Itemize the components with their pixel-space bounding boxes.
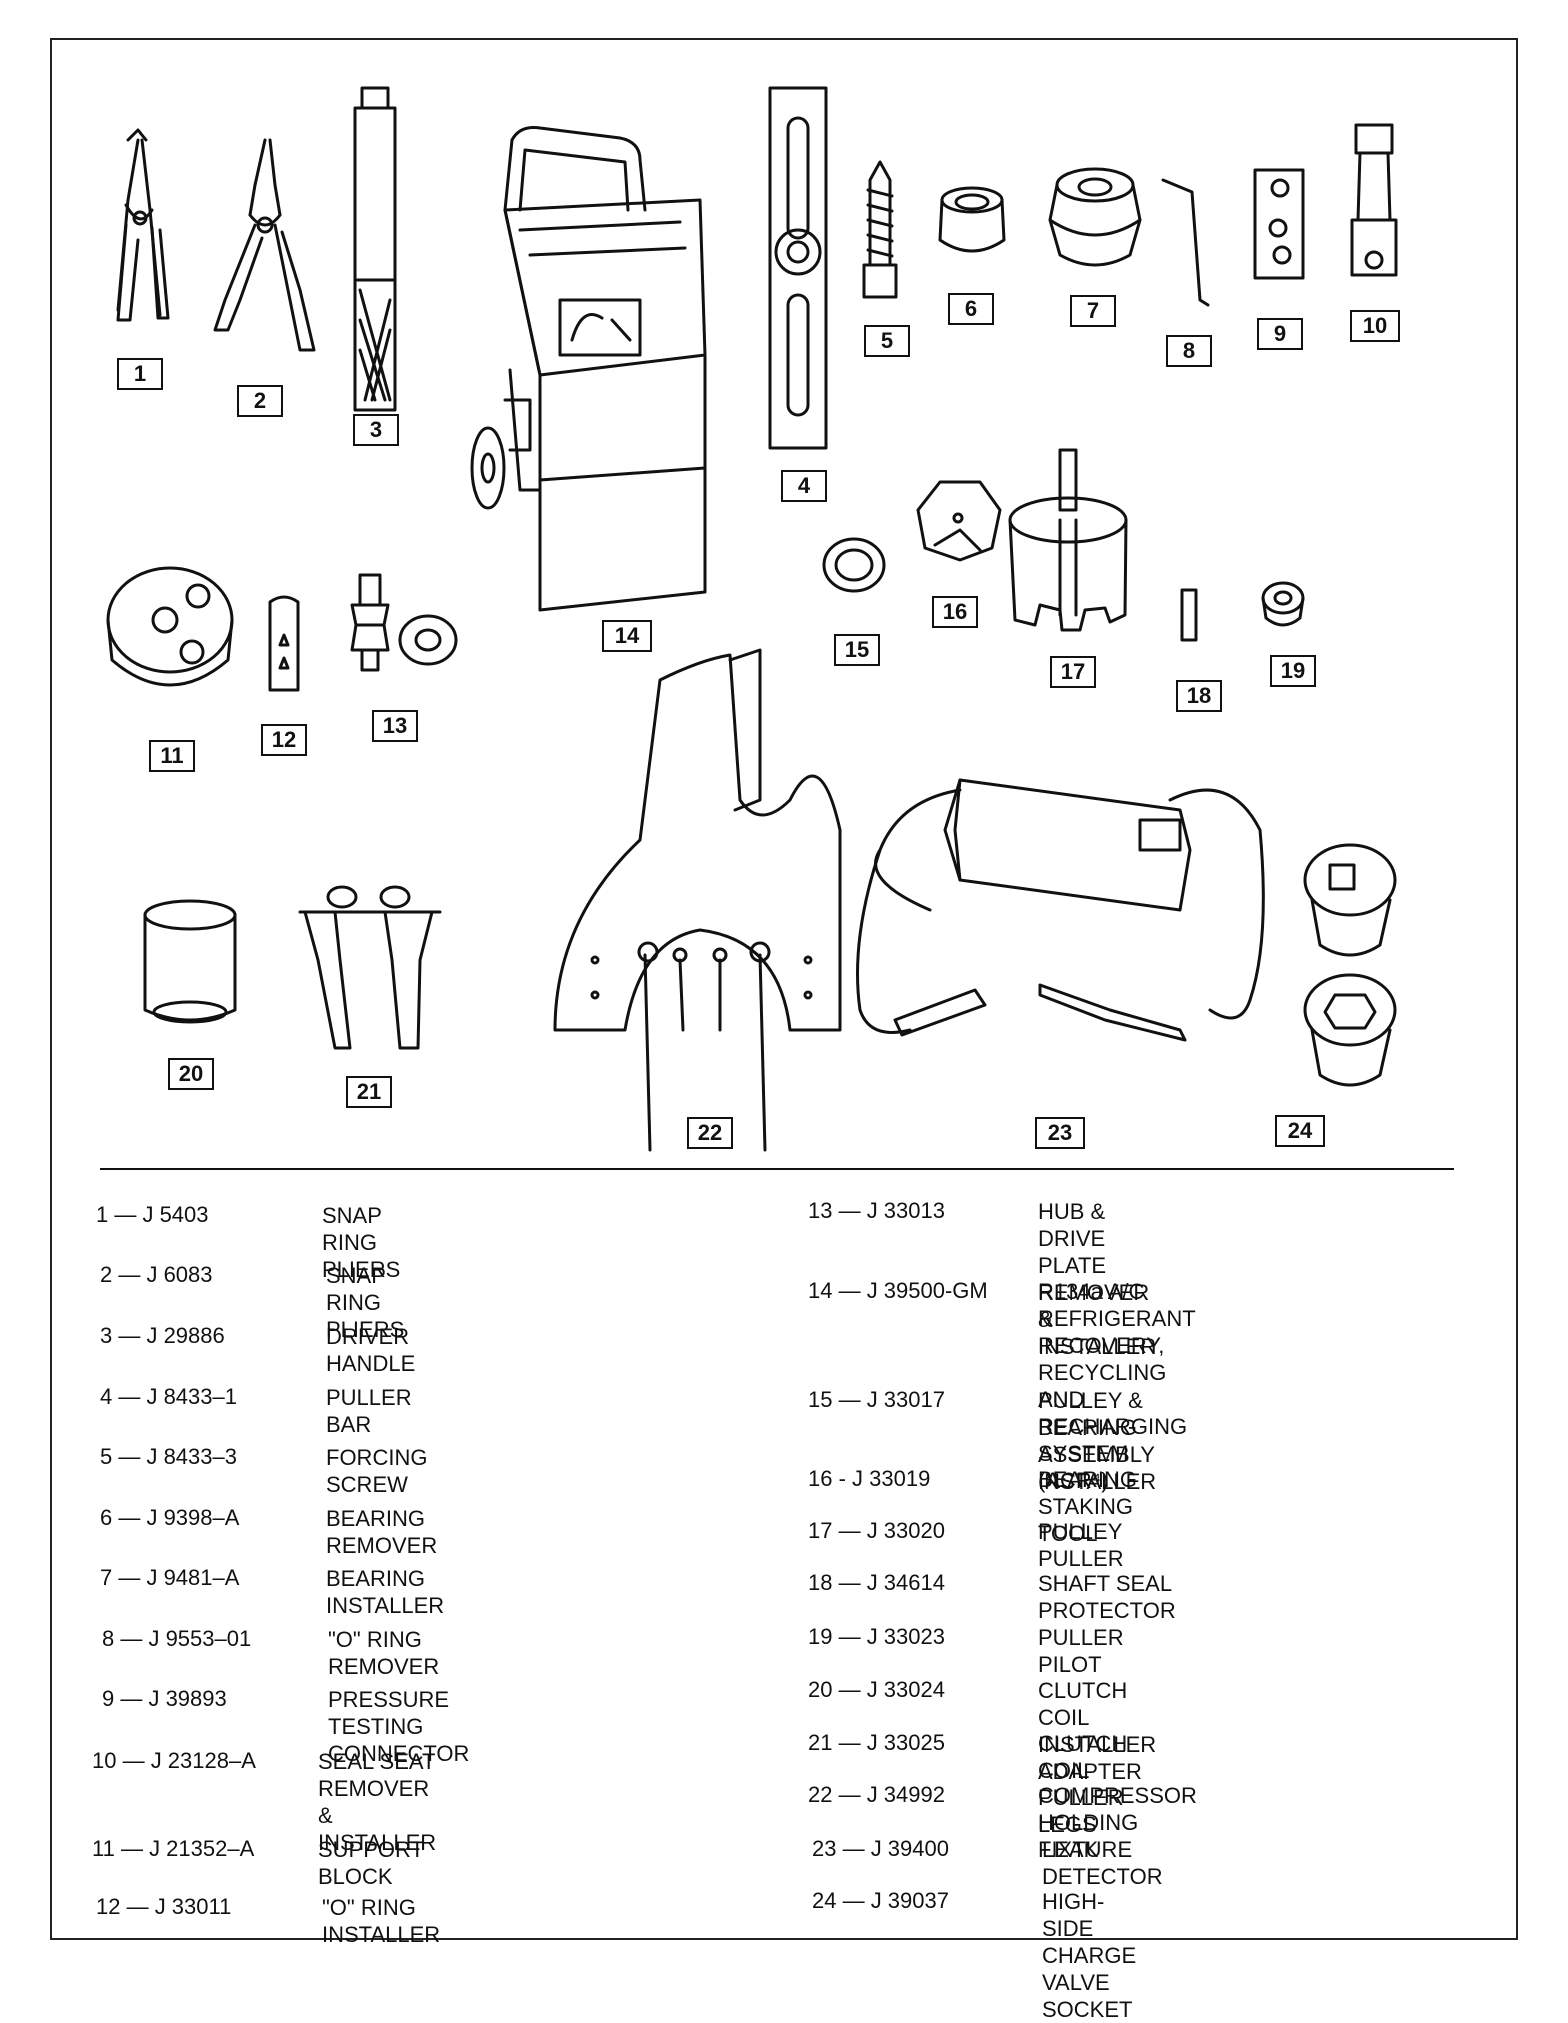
tool-number: 11 — J 21352–A bbox=[92, 1836, 255, 1861]
tool-number: 6 — J 9398–A bbox=[100, 1505, 240, 1530]
charge-valve-sockets-drawing bbox=[1303, 843, 1397, 1087]
tool-description: SEAL SEAT REMOVER & INSTALLER bbox=[318, 1749, 437, 1855]
tool-description: HIGH-SIDE CHARGE VALVE SOCKET bbox=[1042, 1889, 1137, 2022]
tool-description: BEARING REMOVER bbox=[326, 1506, 438, 1558]
tool-number: 13 — J 33013 bbox=[808, 1198, 945, 1223]
pulley-bearing-installer-drawing bbox=[822, 537, 886, 593]
bearing-staking-tool-drawing bbox=[916, 480, 1002, 562]
o-ring-remover-drawing bbox=[1161, 178, 1210, 307]
tools-illustration bbox=[106, 86, 1398, 1152]
tag-20: 20 bbox=[168, 1058, 214, 1090]
clutch-coil-installer-adapter-drawing bbox=[143, 899, 237, 1024]
tool-number: 10 — J 23128–A bbox=[92, 1748, 256, 1773]
tag-19: 19 bbox=[1270, 655, 1316, 687]
tool-number: 14 — J 39500-GM bbox=[808, 1278, 988, 1303]
tool-description: BEARING INSTALLER bbox=[326, 1566, 445, 1618]
tag-24: 24 bbox=[1275, 1115, 1325, 1147]
bearing-installer-drawing bbox=[1048, 167, 1142, 267]
puller-bar-drawing bbox=[768, 86, 828, 450]
compressor-holding-fixture-drawing bbox=[553, 648, 842, 1152]
tool-description: COMPRESSOR HOLDING FIXTURE bbox=[1038, 1783, 1197, 1862]
tool-description: R134a A/C REFRIGERANT RECOVERY, RECYCLIN… bbox=[1038, 1279, 1196, 1493]
tag-14: 14 bbox=[602, 620, 652, 652]
tag-12: 12 bbox=[261, 724, 307, 756]
tool-number: 1 — J 5403 bbox=[96, 1202, 209, 1227]
tool-number: 15 — J 33017 bbox=[808, 1387, 945, 1412]
tool-description: DRIVER HANDLE bbox=[326, 1324, 416, 1376]
seal-seat-remover-drawing bbox=[1350, 123, 1398, 277]
tool-number: 8 — J 9553–01 bbox=[102, 1626, 252, 1651]
tag-5: 5 bbox=[864, 325, 910, 357]
bearing-remover-drawing bbox=[938, 186, 1006, 253]
tag-10: 10 bbox=[1350, 310, 1400, 342]
tool-description: SHAFT SEAL PROTECTOR bbox=[1038, 1571, 1176, 1623]
tag-21: 21 bbox=[346, 1076, 392, 1108]
tag-23: 23 bbox=[1035, 1117, 1085, 1149]
shaft-seal-protector-drawing bbox=[1180, 588, 1198, 642]
tool-number: 21 — J 33025 bbox=[808, 1730, 945, 1755]
tool-description: PULLER PILOT bbox=[1038, 1625, 1124, 1677]
tool-description: BEARING STAKING TOOL bbox=[1038, 1467, 1138, 1546]
tool-number: 12 — J 33011 bbox=[96, 1894, 232, 1919]
tool-description: CLUTCH COIL INSTALLER ADAPTER bbox=[1038, 1678, 1157, 1784]
clutch-coil-puller-legs-drawing bbox=[298, 885, 442, 1050]
tool-description: PULLER BAR bbox=[326, 1385, 412, 1437]
tag-22: 22 bbox=[687, 1117, 733, 1149]
tag-7: 7 bbox=[1070, 295, 1116, 327]
page-border bbox=[50, 38, 1518, 1940]
tool-number: 5 — J 8433–3 bbox=[100, 1444, 237, 1469]
tag-17: 17 bbox=[1050, 656, 1096, 688]
tag-13: 13 bbox=[372, 710, 418, 742]
tag-18: 18 bbox=[1176, 680, 1222, 712]
tag-11: 11 bbox=[149, 740, 195, 772]
tag-2: 2 bbox=[237, 385, 283, 417]
tool-description: SUPPORT BLOCK bbox=[318, 1837, 424, 1889]
tool-number: 22 — J 34992 bbox=[808, 1782, 945, 1807]
tool-description: PRESSURE TESTING CONNECTOR bbox=[328, 1687, 470, 1766]
tool-description: FORCING SCREW bbox=[326, 1445, 428, 1497]
snap-ring-pliers-2-drawing bbox=[213, 138, 316, 352]
tool-description: "O" RING REMOVER bbox=[328, 1627, 440, 1679]
tool-number: 18 — J 34614 bbox=[808, 1570, 945, 1595]
tool-number: 9 — J 39893 bbox=[102, 1686, 227, 1711]
tag-4: 4 bbox=[781, 470, 827, 502]
snap-ring-pliers-1-drawing bbox=[116, 128, 170, 322]
tool-description: "O" RING INSTALLER bbox=[322, 1895, 441, 1947]
tool-number: 16 - J 33019 bbox=[808, 1466, 931, 1491]
tag-16: 16 bbox=[932, 596, 978, 628]
leak-detector-drawing bbox=[856, 778, 1265, 1042]
tool-description: CLUTCH COIL PULLER LEGS bbox=[1038, 1731, 1128, 1837]
tag-3: 3 bbox=[353, 414, 399, 446]
tag-6: 6 bbox=[948, 293, 994, 325]
tool-number: 7 — J 9481–A bbox=[100, 1565, 240, 1590]
tool-number: 4 — J 8433–1 bbox=[100, 1384, 237, 1409]
pressure-testing-connector-drawing bbox=[1253, 168, 1305, 280]
tool-number: 17 — J 33020 bbox=[808, 1518, 945, 1543]
driver-handle-drawing bbox=[353, 86, 397, 412]
tag-15: 15 bbox=[834, 634, 880, 666]
tool-number: 24 — J 39037 bbox=[812, 1888, 949, 1913]
tool-number: 23 — J 39400 bbox=[812, 1836, 949, 1861]
support-block-drawing bbox=[106, 566, 234, 687]
tag-1: 1 bbox=[117, 358, 163, 390]
hub-drive-plate-remover-drawing bbox=[350, 573, 458, 672]
tool-number: 3 — J 29886 bbox=[100, 1323, 225, 1348]
pulley-puller-drawing bbox=[1008, 448, 1128, 632]
tool-number: 20 — J 33024 bbox=[808, 1677, 945, 1702]
tool-description: SNAP RING PLIERS bbox=[322, 1203, 401, 1282]
tool-description: SNAP RING PLIERS bbox=[326, 1263, 405, 1342]
acr4-system-cart-drawing bbox=[470, 126, 707, 612]
tool-description: PULLEY & BEARING ASSEMBLY INSTALLER bbox=[1038, 1388, 1157, 1494]
o-ring-installer-drawing bbox=[268, 595, 300, 692]
tag-8: 8 bbox=[1166, 335, 1212, 367]
forcing-screw-drawing bbox=[862, 160, 898, 299]
tool-description: HUB & DRIVE PLATE REMOVER & INSTALLER bbox=[1038, 1199, 1157, 1359]
tool-number: 2 — J 6083 bbox=[100, 1262, 213, 1287]
tag-9: 9 bbox=[1257, 318, 1303, 350]
tool-description: PULLEY PULLER bbox=[1038, 1519, 1124, 1571]
puller-pilot-drawing bbox=[1261, 581, 1305, 627]
tool-number: 19 — J 33023 bbox=[808, 1624, 945, 1649]
divider-rule bbox=[100, 1168, 1454, 1170]
tool-description: LEAK DETECTOR bbox=[1042, 1837, 1163, 1889]
